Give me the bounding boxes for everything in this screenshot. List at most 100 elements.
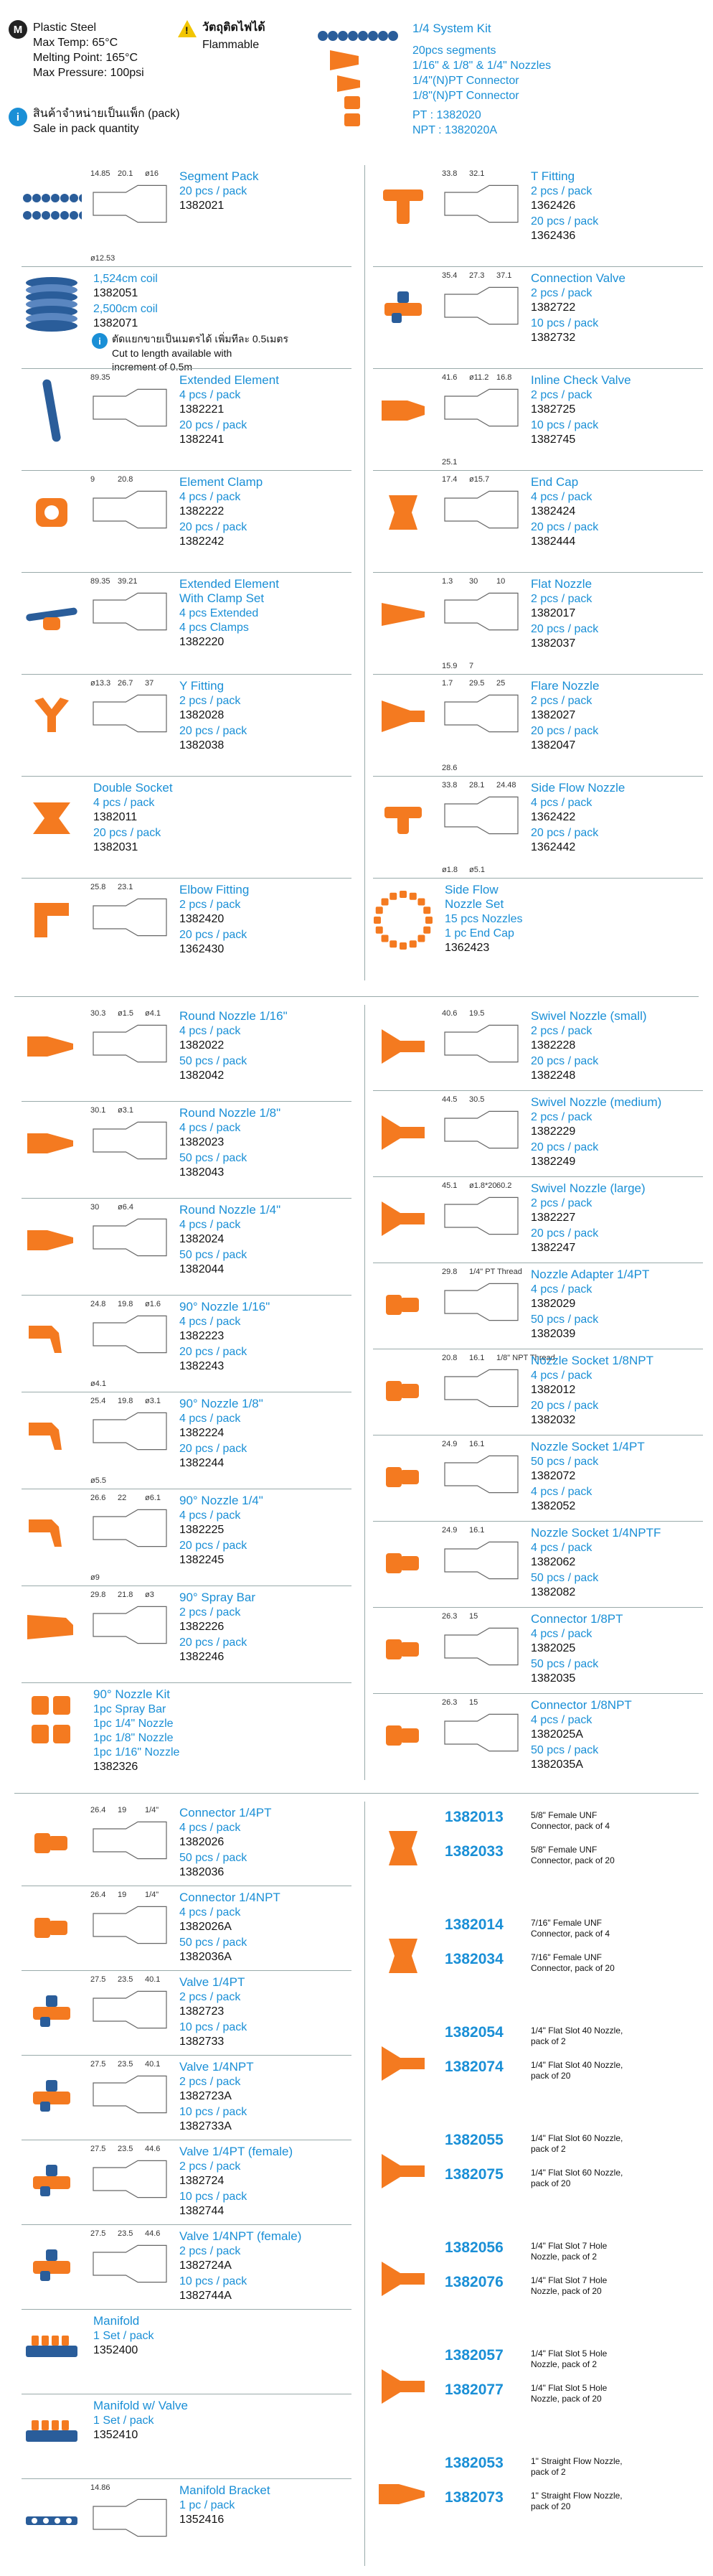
swivel-nozzle-large-pack-2: 20 pcs / pack <box>531 1227 599 1240</box>
valve-1-4npt-female-title: Valve 1/4NPT (female) <box>179 2229 302 2243</box>
connector-1-4npt-drawing <box>90 1896 169 1957</box>
connector-1-4pt-dim: 19 <box>118 1806 127 1814</box>
nozzle-socket-1-8npt-drawing <box>442 1359 521 1420</box>
side-flow-nozzle-photo <box>373 782 433 858</box>
nozzle-socket-1-8npt-code-2: 1382032 <box>531 1414 576 1426</box>
nozzle-90-1-16-title: 90° Nozzle 1/16" <box>179 1300 270 1313</box>
flat-slot-7-hole-code-b: 1382076 <box>445 2274 504 2290</box>
round-nozzle-1-8-photo <box>22 1107 82 1183</box>
nozzle-90-1-4-dim: 22 <box>118 1494 127 1502</box>
row-divider <box>22 368 351 369</box>
y-fitting-pack-2: 20 pcs / pack <box>179 725 247 737</box>
connector-1-8npt-pack: 4 pcs / pack <box>531 1714 592 1726</box>
connector-1-8npt-dim: 15 <box>469 1698 478 1707</box>
straight-flow-nozzle-desc-a: pack of 2 <box>531 2467 566 2477</box>
swivel-nozzle-large-code-2: 1382247 <box>531 1242 576 1254</box>
nozzle-90-1-16-photo <box>22 1301 82 1377</box>
manifold-bracket-code: 1352416 <box>179 2514 225 2526</box>
round-nozzle-1-4-dim: 30 <box>90 1203 100 1212</box>
manifold-valve-code: 1352410 <box>93 2429 138 2441</box>
nozzle-90-1-16-dim: ø4.1 <box>90 1380 107 1388</box>
round-nozzle-1-4-dim: ø6.4 <box>118 1203 134 1212</box>
element-clamp-dim: 9 <box>90 475 95 484</box>
round-nozzle-1-8-pack-2: 50 pcs / pack <box>179 1152 247 1164</box>
flat-slot-60-desc-b: pack of 20 <box>531 2178 571 2188</box>
double-socket-photo <box>22 782 82 858</box>
connector-1-4pt-drawing <box>90 1812 169 1873</box>
row-divider <box>22 1970 351 1971</box>
element-clamp-drawing <box>90 481 169 542</box>
connector-1-8pt-photo <box>373 1613 433 1689</box>
extended-element-clamp-pack: 4 pcs Extended <box>179 607 259 619</box>
flat-nozzle-drawing <box>442 583 521 644</box>
valve-1-4pt-pack: 2 pcs / pack <box>179 1991 241 2003</box>
female-unf-5-8-desc-b: 5/8" Female UNF <box>531 1845 598 1855</box>
extended-element-clamp-photo <box>22 579 82 654</box>
flare-nozzle-code: 1382027 <box>531 709 576 721</box>
nozzle-90-1-16-code-2: 1382243 <box>179 1360 225 1372</box>
round-nozzle-1-4-pack-2: 50 pcs / pack <box>179 1249 247 1261</box>
end-cap-code-2: 1382444 <box>531 535 576 548</box>
inline-check-valve-dim: ø11.2 <box>469 373 489 382</box>
female-unf-5-8-photo <box>373 1809 433 1891</box>
elbow-fitting-drawing <box>90 889 169 950</box>
nozzle-socket-1-8npt-pack-2: 20 pcs / pack <box>531 1400 599 1412</box>
elbow-fitting-code: 1382420 <box>179 913 225 925</box>
spray-bar-90-photo <box>22 1592 82 1667</box>
flat-slot-7-hole-desc-a: Nozzle, pack of 2 <box>531 2252 598 2262</box>
connector-1-4pt-photo <box>22 1807 82 1883</box>
female-unf-7-16-code-a: 1382014 <box>445 1916 504 1933</box>
flat-slot-60-code-b: 1382075 <box>445 2166 504 2183</box>
flare-nozzle-pack-2: 20 pcs / pack <box>531 725 599 737</box>
nozzle-kit-90-pack: 1pc 1/4" Nozzle <box>93 1718 174 1730</box>
flat-slot-60-desc-b: 1/4" Flat Slot 60 Nozzle, <box>531 2168 623 2178</box>
swivel-nozzle-large-photo <box>373 1183 433 1258</box>
round-nozzle-1-8-drawing <box>90 1112 169 1173</box>
t-fitting-pack-2: 20 pcs / pack <box>531 215 599 228</box>
double-socket-code-2: 1382031 <box>93 841 138 853</box>
swivel-nozzle-large-dim: 45.1 <box>442 1181 458 1190</box>
nozzle-socket-1-4pt-code-2: 1382052 <box>531 1500 576 1512</box>
swivel-nozzle-small-drawing <box>442 1015 521 1076</box>
kit-line-1: 20pcs segments <box>412 45 496 57</box>
connection-valve-code: 1382722 <box>531 301 576 314</box>
row-divider <box>373 776 703 777</box>
valve-1-4pt-female-drawing <box>90 2150 169 2211</box>
connection-valve-drawing <box>442 277 521 338</box>
round-nozzle-1-16-dim: ø4.1 <box>145 1009 161 1018</box>
y-fitting-drawing <box>90 685 169 746</box>
flat-nozzle-dim: 10 <box>496 577 506 586</box>
nozzle-90-1-4-drawing <box>90 1499 169 1560</box>
segment-pack-title: Segment Pack <box>179 169 259 183</box>
manifold-pack: 1 Set / pack <box>93 2330 154 2342</box>
nozzle-90-1-16-dim: 19.8 <box>118 1300 133 1308</box>
extended-element-drawing <box>90 379 169 440</box>
valve-1-4npt-title: Valve 1/4NPT <box>179 2060 254 2074</box>
flat-nozzle-title: Flat Nozzle <box>531 577 592 591</box>
side-flow-nozzle-set-code: 1362423 <box>445 942 490 954</box>
side-flow-nozzle-set-title: Side Flow <box>445 883 499 896</box>
flat-slot-5-hole-desc-b: Nozzle, pack of 20 <box>531 2394 602 2404</box>
flat-nozzle-dim: 7 <box>469 662 474 670</box>
connector-1-8npt-code: 1382025A <box>531 1728 583 1741</box>
nozzle-socket-1-4pt-dim: 24.9 <box>442 1440 458 1448</box>
valve-1-4pt-female-code: 1382724 <box>179 2175 225 2187</box>
element-clamp-title: Element Clamp <box>179 475 263 489</box>
info-icon: i <box>92 333 108 349</box>
flat-nozzle-code-2: 1382037 <box>531 637 576 650</box>
row-divider <box>373 266 703 267</box>
end-cap-pack: 4 pcs / pack <box>531 491 592 503</box>
nozzle-adapter-1-4pt-dim: 1/4" PT Thread <box>469 1268 522 1276</box>
valve-1-4npt-dim: 27.5 <box>90 2060 106 2069</box>
nozzle-socket-1-4nptf-title: Nozzle Socket 1/4NPTF <box>531 1526 661 1540</box>
connector-1-4pt-pack: 4 pcs / pack <box>179 1822 241 1834</box>
valve-1-4pt-female-code-2: 1382744 <box>179 2205 225 2217</box>
